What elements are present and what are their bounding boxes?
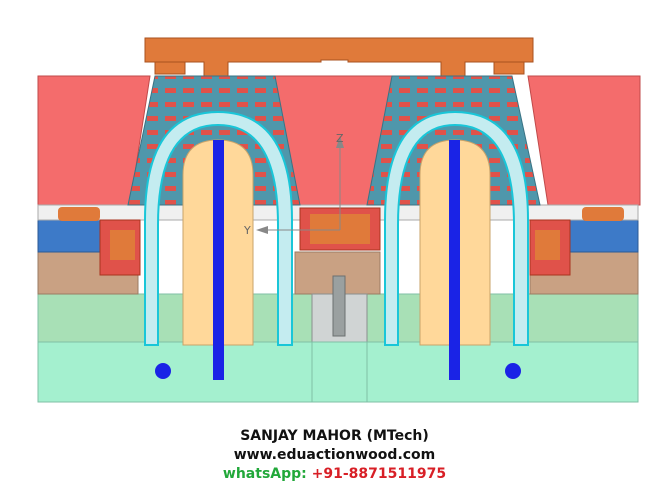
neck-ring-right-orange [535, 230, 560, 260]
whatsapp-line: whatsApp: +91-8871511975 [0, 466, 669, 482]
z-axis-arrow [336, 136, 344, 148]
ejector-pin [332, 275, 346, 337]
website-link[interactable]: www.eduactionwood.com [233, 447, 436, 463]
whatsapp-number[interactable]: +91-8871511975 [311, 466, 447, 482]
author-name: SANJAY MAHOR (MTech) [240, 428, 429, 444]
dowel-right [505, 363, 521, 379]
guide-bushing-left [58, 207, 100, 221]
cooling-tube-right [449, 140, 460, 380]
y-axis-label: Y [243, 224, 251, 237]
preform-shell-right [384, 110, 529, 346]
y-axis-arrow [256, 226, 268, 234]
cooling-tube-left [213, 140, 224, 380]
mold-cross-section-diagram: Z Y [37, 37, 641, 403]
dowel-left [155, 363, 171, 379]
neck-ring-left-orange [110, 230, 135, 260]
manifold-pad-right [493, 61, 525, 75]
manifold-pad-left [154, 61, 186, 75]
preform-shell-left [144, 110, 293, 346]
whatsapp-label: whatsApp: [222, 466, 307, 482]
guide-bushing-right [582, 207, 624, 221]
ejector-stem [311, 341, 368, 403]
z-axis-label: Z [336, 132, 344, 145]
